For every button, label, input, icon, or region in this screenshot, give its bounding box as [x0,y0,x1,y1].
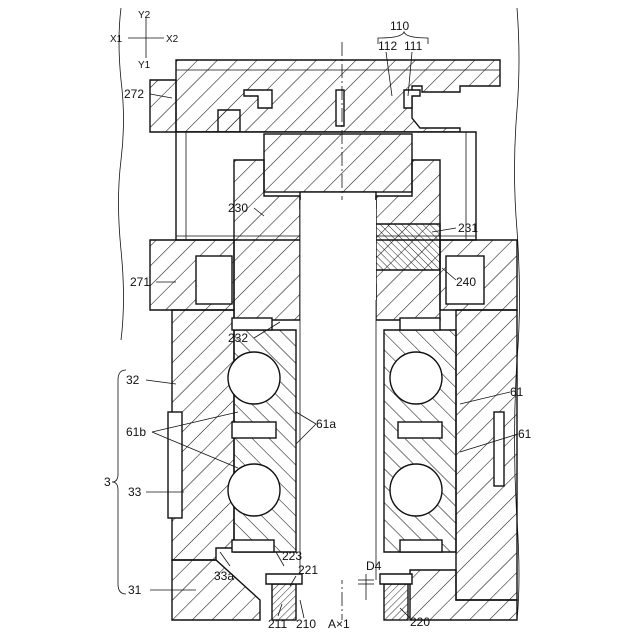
label-61a: 61a [316,417,336,431]
label-211: 211 [268,617,287,631]
label-110: 110 [390,19,409,33]
label-230: 230 [228,201,248,215]
axis-y2-label: Y2 [138,10,151,21]
label-3: 3 [104,475,111,489]
axis-x1-label: X1 [110,34,123,45]
label-32: 32 [126,373,140,387]
label-272: 272 [124,87,144,101]
label-61-lower: 61 [518,427,532,441]
label-232: 232 [228,331,248,345]
label-223: 223 [282,549,302,563]
label-d4: D4 [366,559,382,573]
label-33a: 33a [214,569,234,583]
label-112: 112 [378,39,397,53]
label-33: 33 [128,485,142,499]
seal-220 [384,584,408,620]
case-right [456,310,517,600]
axis-x2-label: X2 [166,34,179,45]
pinion-gear [264,134,412,192]
label-210: 210 [296,617,316,631]
label-ax1: A×1 [328,617,350,631]
label-61b: 61b [126,425,146,439]
axis-indicator: Y2 Y1 X1 X2 [110,10,179,71]
label-220: 220 [410,615,430,629]
label-111: 111 [404,39,423,53]
shaft [300,200,376,580]
brace-3 [112,370,126,594]
label-31: 31 [128,583,142,597]
housing-left-break [119,8,124,340]
seal-211 [272,584,296,620]
label-231: 231 [458,221,478,235]
label-271: 271 [130,275,150,289]
label-240: 240 [456,275,476,289]
axis-y1-label: Y1 [138,60,151,71]
label-61-upper: 61 [510,385,524,399]
label-221: 221 [298,563,318,577]
